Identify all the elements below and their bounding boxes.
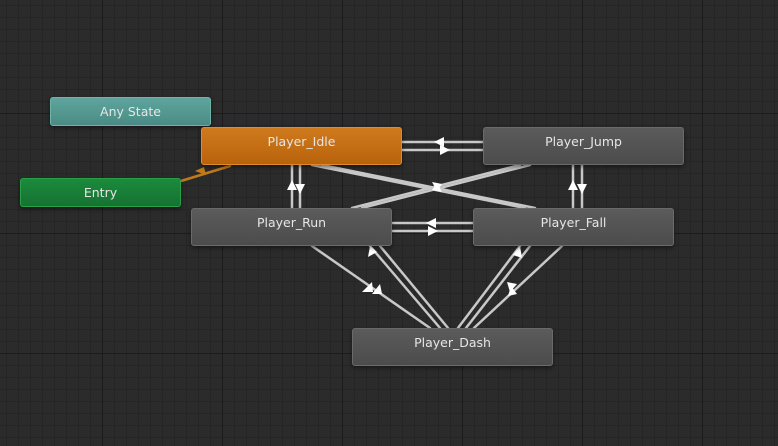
state-player-dash[interactable]: Player_Dash	[352, 328, 553, 366]
any-state-label: Any State	[100, 104, 161, 119]
entry-node[interactable]: Entry	[20, 178, 181, 207]
transition-arrow	[508, 286, 517, 296]
transition-arrow	[432, 183, 442, 192]
state-label: Player_Fall	[540, 215, 607, 230]
transition-idle-to-fall[interactable]	[310, 163, 527, 210]
transition-arrow	[440, 145, 450, 155]
transition-arrow	[513, 246, 522, 258]
transition-arrow	[426, 218, 436, 228]
transition-arrow	[428, 226, 438, 236]
transition-arrow	[507, 282, 517, 292]
transition-arrow	[295, 184, 305, 194]
state-label: Player_Jump	[545, 134, 622, 149]
transition-dash-to-fall-2[interactable]	[472, 244, 564, 330]
default-transition-arrow	[195, 167, 206, 175]
transition-arrow	[287, 180, 297, 190]
transition-arrow	[362, 282, 373, 292]
state-label: Player_Dash	[414, 335, 491, 350]
transition-idle-to-fall-2[interactable]	[320, 163, 537, 210]
state-label: Player_Run	[256, 215, 327, 230]
state-player-jump[interactable]: Player_Jump	[483, 127, 684, 165]
state-player-fall[interactable]: Player_Fall	[473, 208, 674, 246]
transition-run-to-dash-2[interactable]	[378, 244, 450, 330]
transition-dash-to-run[interactable]	[368, 244, 442, 330]
transition-dash-to-fall[interactable]	[456, 244, 522, 330]
transition-arrow	[577, 184, 587, 194]
transition-jump-to-run-2[interactable]	[360, 163, 532, 210]
transition-arrow	[568, 180, 578, 190]
transition-arrow	[434, 137, 444, 147]
transition-arrow	[368, 246, 377, 257]
entry-label: Entry	[83, 185, 118, 200]
any-state-node[interactable]: Any State	[50, 97, 211, 126]
state-player-idle[interactable]: Player_Idle	[201, 127, 402, 165]
state-label: Player_Idle	[267, 134, 336, 149]
transition-fall-to-dash[interactable]	[464, 244, 532, 330]
transition-arrow	[372, 284, 382, 294]
state-player-run[interactable]: Player_Run	[191, 208, 392, 246]
